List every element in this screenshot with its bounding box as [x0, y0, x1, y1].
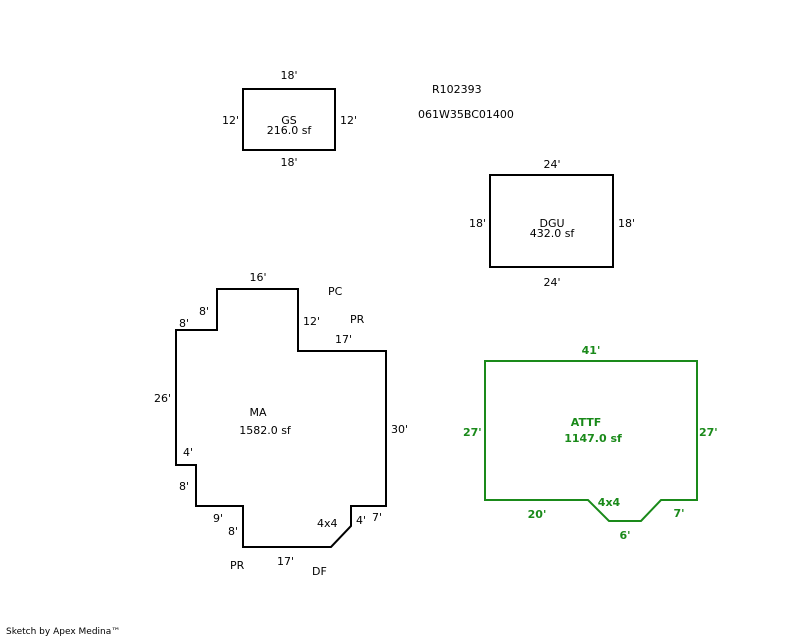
- ma-tag-df: DF: [312, 565, 327, 578]
- dgu-name: DGU: [539, 217, 564, 230]
- ma-dim-bottom-jog-h: 9': [213, 512, 223, 525]
- attf-dim-notch-bottom: 6': [619, 529, 630, 542]
- attf-structure: 41' 27' 27' 20' 4x4 6' 7' ATTF 1147.0 sf: [463, 344, 718, 542]
- gs-dim-right: 12': [340, 114, 357, 127]
- ma-dim-right: 30': [391, 423, 408, 436]
- ma-dim-top: 16': [249, 271, 266, 284]
- dgu-dim-left: 18': [469, 217, 486, 230]
- gs-dim-top: 18': [280, 69, 297, 82]
- ma-dim-step-left: 8': [179, 317, 189, 330]
- ma-structure: 16' 8' 8' 12' 17' 26' 30' 4' 8' 9' 8' 17…: [154, 271, 408, 578]
- ma-dim-step-right: 17': [335, 333, 352, 346]
- dgu-structure: 24' 24' 18' 18' DGU 432.0 sf: [469, 158, 635, 289]
- ma-dim-step-top: 8': [199, 305, 209, 318]
- gs-outline: [242, 88, 336, 151]
- dgu-dim-top: 24': [543, 158, 560, 171]
- gs-dim-bottom: 18': [280, 156, 297, 169]
- ma-tag-pc: PC: [328, 285, 343, 298]
- dgu-area: 432.0 sf: [530, 227, 576, 240]
- gs-dim-left: 12': [222, 114, 239, 127]
- attf-name: ATTF: [571, 416, 601, 429]
- ma-name: MA: [249, 406, 266, 419]
- ma-dim-notch-h: 7': [372, 511, 382, 524]
- ma-tag-pr-bottom: PR: [230, 559, 245, 572]
- ma-dim-left: 26': [154, 392, 171, 405]
- attf-dim-left: 27': [463, 426, 482, 439]
- attf-dim-right: 27': [699, 426, 718, 439]
- footer-credit: Sketch by Apex Medina™: [6, 627, 121, 637]
- ma-area: 1582.0 sf: [239, 424, 292, 437]
- attf-outline: [484, 360, 698, 522]
- attf-dim-bottom-left: 20': [528, 508, 547, 521]
- map-number: 061W35BC01400: [418, 108, 514, 121]
- parcel-id: R102393: [432, 83, 482, 96]
- attf-area: 1147.0 sf: [564, 432, 622, 445]
- ma-dim-notch-v: 4': [356, 514, 366, 527]
- dgu-dim-right: 18': [618, 217, 635, 230]
- attf-notch-label: 4x4: [598, 496, 621, 509]
- attf-dim-top: 41': [582, 344, 601, 357]
- ma-dim-bottom-jog-v: 8': [228, 525, 238, 538]
- ma-dim-right-upper: 12': [303, 315, 320, 328]
- gs-name: GS: [281, 114, 297, 127]
- dgu-dim-bottom: 24': [543, 276, 560, 289]
- gs-structure: 18' 18' 12' 12' GS 216.0 sf: [222, 69, 357, 169]
- ma-dim-corner: 4x4: [317, 517, 338, 530]
- ma-dim-bottom: 17': [277, 555, 294, 568]
- ma-dim-left-jog-v: 8': [179, 480, 189, 493]
- dgu-outline: [489, 174, 614, 268]
- ma-outline: [175, 288, 387, 548]
- ma-dim-left-jog-h: 4': [183, 446, 193, 459]
- gs-area: 216.0 sf: [267, 124, 313, 137]
- attf-dim-bottom-right: 7': [673, 507, 684, 520]
- ma-tag-pr-top: PR: [350, 313, 365, 326]
